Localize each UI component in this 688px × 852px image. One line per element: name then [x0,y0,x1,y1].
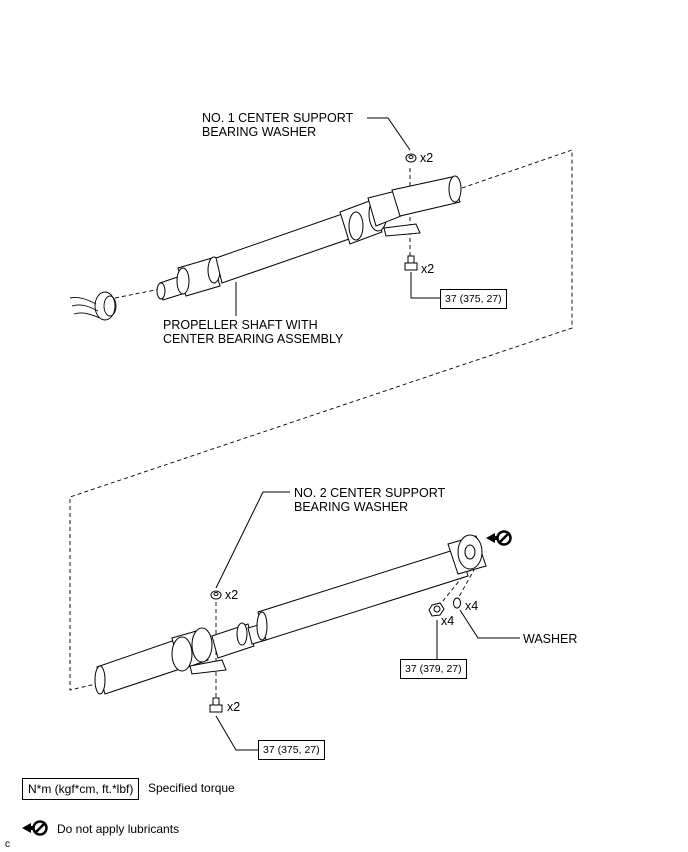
shaft-label-line2: CENTER BEARING ASSEMBLY [163,332,344,346]
washer-leader [459,609,520,639]
washer-label: WASHER [523,632,578,646]
washer1-label-line1: NO. 1 CENTER SUPPORT [202,111,354,125]
washer2-label-line2: BEARING WASHER [294,500,409,514]
legend-torque-unit: N*m (kgf*cm, ft.*lbf) [22,778,140,800]
nut-shape [428,602,445,617]
top-propeller-shaft [156,175,462,301]
washer1-label-line2: BEARING WASHER [202,125,317,139]
bottom-torque-leader [215,715,258,751]
nut-torque-leader [432,620,438,661]
harness-stub [69,291,117,321]
top-torque-box: 37 (375, 27) [440,289,507,309]
washer2-label-line1: NO. 2 CENTER SUPPORT [294,486,446,500]
top-bolt-qty: x2 [421,262,435,276]
nut-torque-box: 37 (379, 27) [400,659,467,679]
legend-do-not-lubricate-icon [22,820,48,836]
small-washer-shape [453,597,461,609]
top-bolt-shape [404,255,418,271]
small-washer-qty: x4 [465,599,479,613]
legend-torque-desc: Specified torque [148,781,235,795]
bottom-torque-box: 37 (375, 27) [258,740,325,760]
bottom-propeller-shaft [94,534,487,695]
bottom-washer-qty: x2 [225,588,239,602]
bottom-washer-leader [215,491,290,589]
bottom-bolt-qty: x2 [227,700,241,714]
top-washer-leader [367,117,411,151]
bottom-bolt-shape [209,697,223,713]
shaft-label-line1: PROPELLER SHAFT WITH [163,318,318,332]
top-torque-leader [410,272,440,299]
top-washer-qty: x2 [420,151,434,165]
legend-lubricant-desc: Do not apply lubricants [57,822,180,836]
do-not-lubricate-icon [486,530,512,546]
corner-mark: c [5,839,10,850]
nut-qty: x4 [441,614,455,628]
